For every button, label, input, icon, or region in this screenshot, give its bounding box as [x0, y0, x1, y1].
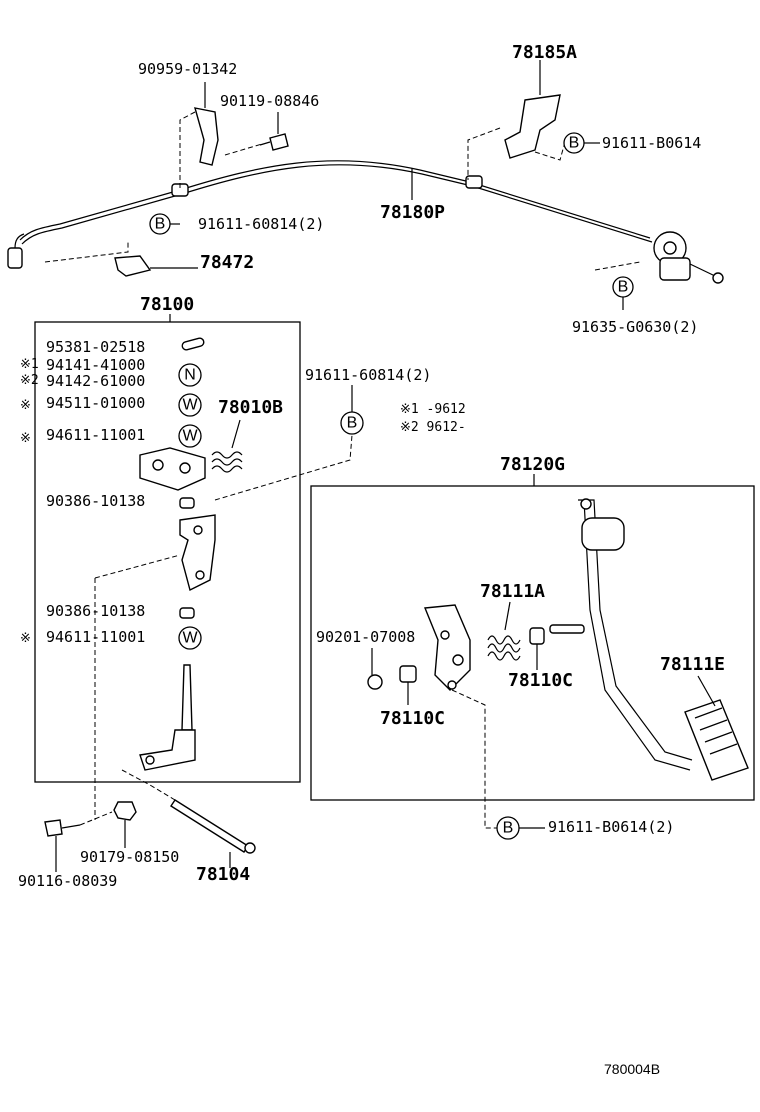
part-label: 78185A — [512, 42, 577, 63]
part-label: 78110C — [380, 708, 445, 729]
pedal-bracket — [179, 514, 216, 592]
part-label: 78111E — [660, 654, 725, 675]
svg-text:B: B — [503, 820, 514, 837]
part-label: 78120G — [500, 454, 565, 475]
washer-marker: W — [178, 393, 202, 417]
part-label: 91611-60814(2) — [198, 215, 324, 233]
part-label: 91635-G0630(2) — [572, 318, 698, 336]
bolt-marker: B — [496, 816, 520, 840]
part-label: 90959-01342 — [138, 60, 237, 78]
washer-marker: W — [178, 626, 202, 650]
part-label: 90179-08150 — [80, 848, 179, 866]
accelerator-cable-group — [7, 160, 724, 284]
svg-text:N: N — [184, 367, 196, 384]
pedal-support-bracket — [423, 604, 471, 691]
part-label: 78104 — [196, 864, 250, 885]
pin-95381 — [181, 337, 205, 351]
nut-marker: N — [178, 363, 202, 387]
svg-text:B: B — [155, 216, 166, 233]
bolt-90119 — [224, 112, 289, 156]
spring-78111A — [487, 635, 521, 661]
diagram-reference-code: 780004B — [604, 1061, 660, 1077]
part-label: 94141-41000 — [46, 356, 145, 374]
part-label: 95381-02518 — [46, 338, 145, 356]
part-label: 91611-B0614(2) — [548, 818, 674, 836]
svg-text:W: W — [182, 630, 198, 647]
svg-text:B: B — [347, 415, 358, 432]
part-label: 94611-11001 — [46, 628, 145, 646]
svg-text:W: W — [182, 397, 198, 414]
note-marker: ※ — [20, 631, 31, 646]
bolt-marker: B — [340, 411, 364, 435]
part-label: 78010B — [218, 397, 283, 418]
pivot-pin — [549, 624, 585, 634]
note-marker: ※2 — [20, 373, 39, 388]
svg-text:B: B — [569, 135, 580, 152]
part-label: 90386-10138 — [46, 492, 145, 510]
bushing-78110C — [529, 627, 545, 645]
accelerator-cable — [19, 160, 651, 241]
bolt-90116 — [44, 819, 63, 837]
svg-text:W: W — [182, 428, 198, 445]
nut-90179 — [113, 801, 137, 821]
part-label: 78100 — [140, 294, 194, 315]
bolt-marker: B — [612, 276, 634, 298]
part-label: 78110C — [508, 670, 573, 691]
note-marker: ※ — [20, 431, 31, 446]
cable-sleeve — [465, 175, 483, 189]
part-label: 90116-08039 — [18, 872, 117, 890]
part-label: 94142-61000 — [46, 372, 145, 390]
part-label: 78180P — [380, 202, 445, 223]
pedal-lever — [578, 498, 693, 771]
washer-marker: W — [178, 424, 202, 448]
bushing-90386 — [179, 607, 195, 619]
bracket-78185A — [467, 60, 566, 180]
svg-text:B: B — [618, 279, 629, 296]
note-marker: ※1 — [20, 357, 39, 372]
part-label: 78111A — [480, 581, 545, 602]
part-label: 90386-10138 — [46, 602, 145, 620]
clamp-78472 — [44, 240, 198, 277]
lever-shaft — [181, 664, 193, 731]
part-label: 90119-08846 — [220, 92, 319, 110]
production-note: ※1 -9612 — [400, 402, 466, 417]
production-note: ※2 9612- — [400, 420, 466, 435]
part-label: 94511-01000 — [46, 394, 145, 412]
bushing-90386 — [179, 497, 195, 509]
pedal-pad-78111E — [684, 699, 749, 781]
cable-end-left — [7, 247, 23, 269]
assembly-box-78120G — [310, 485, 755, 801]
bushing-78110C — [399, 665, 417, 683]
part-label: 94611-11001 — [46, 426, 145, 444]
note-marker: ※ — [20, 398, 31, 413]
part-label: 91611-60814(2) — [305, 366, 431, 384]
connecting-rod-78104 — [170, 799, 249, 853]
spring-78010B — [211, 419, 243, 473]
bolt-marker: B — [563, 132, 585, 154]
part-label: 90201-07008 — [316, 628, 415, 646]
link-lever — [139, 447, 206, 491]
bolt-marker: B — [149, 213, 171, 235]
part-label: 91611-B0614 — [602, 134, 701, 152]
part-label: 78472 — [200, 252, 254, 273]
assembly-box-78100 — [34, 321, 301, 783]
clip-90201 — [367, 674, 383, 690]
cable-clamp-90959 — [179, 82, 219, 190]
